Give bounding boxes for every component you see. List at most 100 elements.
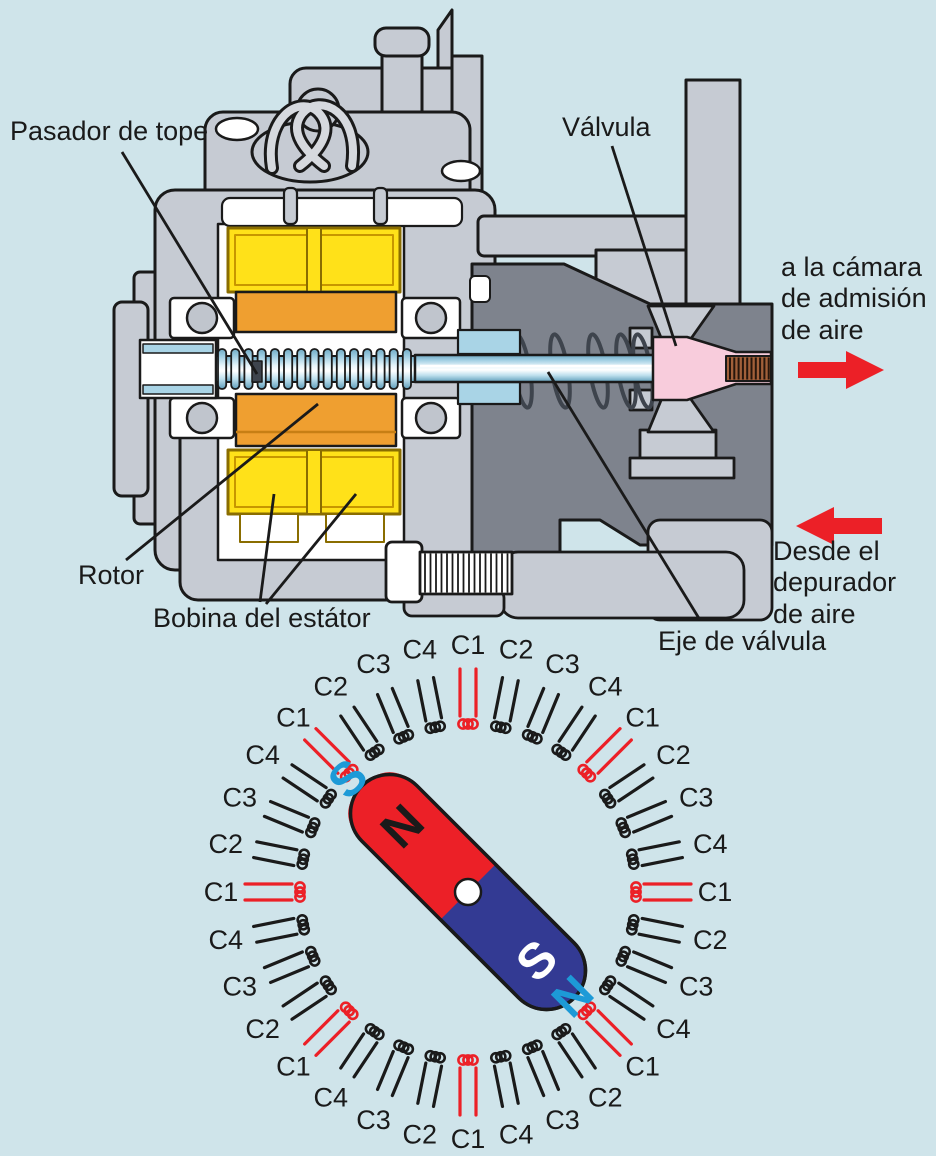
coil-leg bbox=[632, 950, 674, 970]
coil-winding bbox=[467, 718, 479, 730]
ring-coil-label: C1 bbox=[451, 1124, 486, 1154]
coil-winding bbox=[584, 770, 597, 783]
screw-tooth bbox=[269, 348, 280, 390]
ring-coil-label: C3 bbox=[545, 649, 580, 679]
coil-leg bbox=[541, 1049, 561, 1092]
ring-coil-label: C3 bbox=[356, 649, 391, 679]
coil-winding bbox=[304, 945, 317, 958]
shaft-bore bbox=[138, 338, 218, 400]
coil-leg bbox=[339, 714, 366, 752]
coil-winding bbox=[617, 821, 630, 834]
coil-leg bbox=[585, 727, 622, 764]
ring-coil-label: C4 bbox=[403, 635, 438, 665]
label-line: de admisión bbox=[781, 283, 927, 314]
stator-coil-energized bbox=[243, 881, 306, 903]
coil-winding bbox=[372, 743, 385, 756]
coil-winding bbox=[521, 1043, 534, 1056]
stator-coil-top bbox=[226, 226, 402, 294]
ring-coil-label: C2 bbox=[208, 829, 243, 859]
terminal-pin bbox=[372, 186, 389, 226]
coil-winding bbox=[346, 763, 359, 776]
coil-winding bbox=[580, 767, 593, 780]
coil-leg bbox=[508, 679, 520, 723]
coil-leg bbox=[303, 738, 340, 775]
stator-coil bbox=[262, 945, 321, 985]
rotor-leader bbox=[125, 402, 319, 562]
terminal-pin bbox=[282, 186, 299, 226]
coil-winding bbox=[494, 1050, 507, 1063]
coil-leg bbox=[416, 679, 428, 723]
coil-leg bbox=[637, 840, 681, 852]
coil-winding bbox=[617, 950, 630, 963]
coil-winding bbox=[322, 792, 335, 805]
ring-coil-label: C2 bbox=[314, 672, 349, 702]
screw-tooth bbox=[362, 348, 373, 390]
coil-leg bbox=[416, 1061, 428, 1105]
coil-winding bbox=[630, 886, 642, 898]
stator-coil bbox=[599, 975, 655, 1021]
stator-coil bbox=[339, 705, 385, 761]
coil-leg bbox=[596, 738, 633, 775]
bearing-ball bbox=[185, 401, 219, 435]
coil-winding bbox=[298, 848, 311, 861]
coil-winding bbox=[339, 1001, 352, 1014]
stator-coil-energized bbox=[577, 1001, 633, 1057]
coil-winding bbox=[429, 721, 442, 734]
ring-coil-label: C1 bbox=[276, 1052, 311, 1082]
coil-leg bbox=[281, 776, 319, 803]
rotor-collar bbox=[456, 328, 522, 356]
top-bolt-right bbox=[440, 159, 482, 183]
bobina-leader bbox=[264, 493, 358, 605]
valve-chamber bbox=[470, 262, 774, 562]
coil-winding bbox=[294, 881, 306, 893]
rotor-magnet: N S bbox=[348, 772, 588, 1012]
screw-tooth bbox=[217, 348, 228, 390]
coil-winding bbox=[627, 858, 640, 871]
bearing-ball bbox=[414, 301, 448, 335]
ring-coil-label: C3 bbox=[545, 1105, 580, 1135]
top-bolt-left bbox=[214, 116, 260, 142]
ring-coil-label: C3 bbox=[223, 782, 258, 812]
eje-leader bbox=[546, 371, 702, 621]
coil-leg bbox=[608, 763, 646, 790]
coil-winding bbox=[626, 918, 639, 931]
screw-tooth bbox=[335, 348, 346, 390]
coil-winding bbox=[296, 913, 309, 926]
coil-winding bbox=[364, 1023, 377, 1035]
coil-winding bbox=[630, 891, 642, 903]
valvula-leader bbox=[610, 145, 678, 347]
stator-coil bbox=[339, 1023, 385, 1079]
coil-leg bbox=[637, 932, 681, 944]
stator-coil bbox=[375, 1039, 415, 1098]
coil-winding bbox=[306, 950, 319, 963]
coil-leg bbox=[252, 916, 296, 929]
coil-leg bbox=[617, 981, 655, 1008]
ring-coil-label: C1 bbox=[451, 630, 486, 660]
label-line: a la cámara bbox=[781, 252, 923, 282]
coil-winding bbox=[397, 1041, 410, 1054]
ring-coil-label: C1 bbox=[204, 877, 239, 907]
coil-winding bbox=[322, 979, 335, 992]
bolt-head bbox=[384, 540, 424, 604]
coil-leg bbox=[526, 1056, 546, 1098]
coil-leg bbox=[314, 1020, 351, 1057]
stator-coil bbox=[281, 763, 337, 809]
coil-leg bbox=[290, 763, 328, 790]
ring-coil-label: C1 bbox=[276, 702, 311, 732]
coil-leg bbox=[492, 1064, 505, 1108]
stator-coil bbox=[489, 676, 520, 735]
valve-shaft-assembly bbox=[215, 328, 733, 406]
ring-coil-label: C4 bbox=[656, 1014, 691, 1044]
coil-winding bbox=[559, 749, 572, 761]
connector-wires bbox=[263, 98, 361, 175]
coil-winding bbox=[625, 923, 638, 936]
stator-coil-energized bbox=[457, 1054, 479, 1117]
coil-leg bbox=[526, 686, 546, 728]
coil-winding bbox=[499, 722, 512, 735]
coil-winding bbox=[306, 821, 319, 834]
stator-coil-energized bbox=[630, 881, 693, 903]
screw-tooth bbox=[388, 348, 399, 390]
coil-leg bbox=[339, 1032, 366, 1070]
coil-leg bbox=[640, 916, 684, 929]
